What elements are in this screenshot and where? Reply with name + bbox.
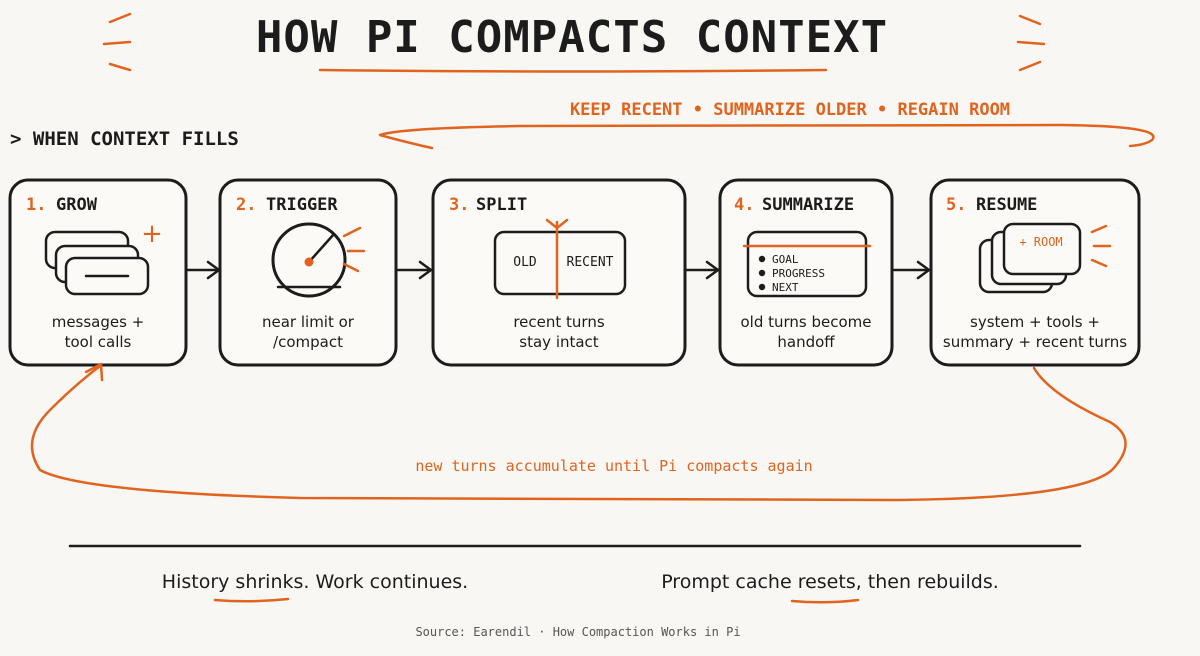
step-number: 2. [236, 195, 256, 215]
step-trigger: 2. TRIGGER near limit or /compact [218, 178, 398, 367]
title-dashes-right [1016, 14, 1046, 72]
summary-bullet: PROGRESS [772, 267, 825, 280]
step-grow: 1. GROW + messages + tool calls [8, 178, 188, 367]
step-title: SUMMARIZE [762, 195, 854, 215]
section-label: > WHEN CONTEXT FILLS [10, 128, 239, 150]
footer-left-underline [213, 597, 290, 603]
step-summarize: 4. SUMMARIZE GOAL PROGRESS NEXT old turn… [718, 178, 894, 367]
page-title: HOW PI COMPACTS CONTEXT [256, 12, 888, 63]
loop-back-arrow [30, 362, 1127, 502]
step-number: 3. [449, 195, 469, 215]
step-title: GROW [56, 195, 98, 215]
bullet-icon [758, 283, 766, 291]
step-title: SPLIT [476, 195, 527, 215]
step-caption: recent turns [513, 313, 604, 331]
step-split: 3. SPLIT OLD RECENT recent turns stay in… [431, 178, 687, 367]
footer-right-underline [790, 598, 860, 604]
step-title: TRIGGER [266, 195, 338, 215]
flow-arrow [892, 260, 931, 280]
source-citation: Source: Earendil · How Compaction Works … [415, 625, 740, 639]
step-caption: messages + [52, 313, 145, 331]
flow-arrow [685, 260, 720, 280]
alert-lines-icon [342, 226, 366, 273]
step-caption: handoff [777, 333, 835, 351]
step-number: 5. [946, 195, 966, 215]
loop-label: new turns accumulate until Pi compacts a… [415, 457, 812, 475]
summary-card-icon: GOAL PROGRESS NEXT [742, 230, 872, 298]
step-caption: near limit or [262, 313, 355, 331]
plus-icon: + [141, 219, 163, 249]
stacked-context-icon: + ROOM [978, 222, 1082, 294]
step-caption: /compact [273, 333, 343, 351]
old-segment-label: OLD [513, 255, 537, 270]
gauge-icon [271, 222, 347, 298]
summary-bullet: NEXT [772, 281, 799, 294]
flow-arrow [186, 260, 221, 280]
step-resume: 5. RESUME + ROOM system + tools + summar… [929, 178, 1141, 367]
bullet-icon [758, 255, 766, 263]
step-caption: system + tools + [970, 313, 1100, 331]
recent-segment-label: RECENT [567, 255, 614, 270]
expand-lines-icon [1090, 224, 1112, 268]
message-cards-icon [44, 230, 150, 296]
room-label: + ROOM [1019, 235, 1062, 249]
step-caption: summary + recent turns [943, 333, 1127, 351]
step-caption: tool calls [65, 333, 132, 351]
step-title: RESUME [976, 195, 1037, 215]
banner-brace [378, 123, 1155, 150]
step-caption: stay intact [519, 333, 599, 351]
flow-arrow [396, 260, 433, 280]
summary-bullet: GOAL [772, 253, 799, 266]
banner-text: KEEP RECENT • SUMMARIZE OLDER • REGAIN R… [570, 100, 1010, 120]
bullet-icon [758, 269, 766, 277]
title-underline [318, 68, 828, 73]
split-context-icon: OLD RECENT [493, 218, 627, 300]
step-number: 4. [734, 195, 754, 215]
title-dashes-left [102, 12, 132, 72]
footer-right: Prompt cache resets, then rebuilds. [661, 571, 999, 593]
footer-left: History shrinks. Work continues. [162, 571, 468, 593]
step-caption: old turns become [740, 313, 871, 331]
step-number: 1. [26, 195, 46, 215]
